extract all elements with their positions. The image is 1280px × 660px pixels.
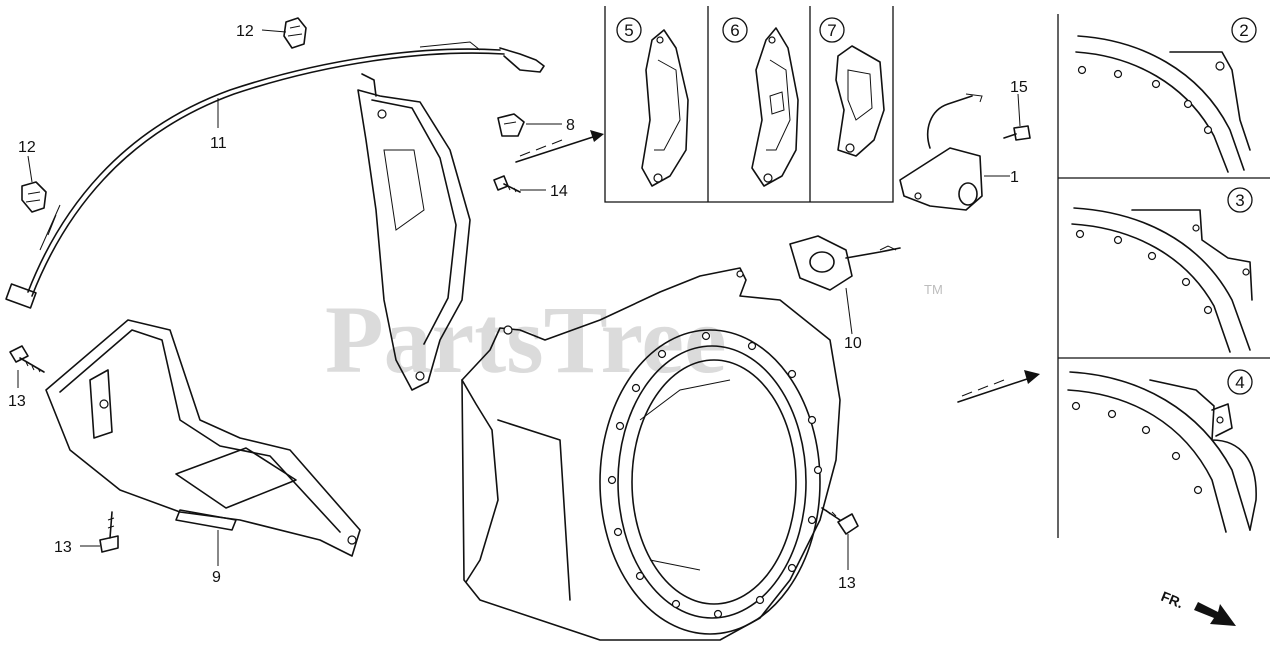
callout-13-right: 13 [838,575,856,592]
variant-7: 7 [819,17,885,157]
detail-view-3-label: 3 [1235,191,1244,210]
clip-8 [497,113,525,137]
callout-13-lower-left: 13 [54,539,72,556]
variant-5: 5 [616,17,689,187]
front-arrow-icon [1194,602,1236,626]
bolt-13-lower-left [99,511,119,553]
callout-11: 11 [210,135,227,152]
callout-1: 1 [1010,169,1019,186]
front-direction-indicator: FR. [1159,588,1236,626]
callout-15: 15 [1010,79,1028,96]
detail-view-3: 3 [1071,187,1253,353]
callout-9: 9 [212,569,221,586]
clip-12-left [21,181,47,213]
callout-14: 14 [550,183,568,200]
air-guide-plate [357,73,471,391]
variant-5-label: 5 [624,21,633,40]
watermark-trademark: TM [924,282,943,297]
detail-view-2: 2 [1075,17,1257,173]
front-direction-label: FR. [1159,588,1186,611]
variant-6: 6 [722,17,799,187]
callout-10: 10 [844,335,862,352]
callout-12-top: 12 [236,23,254,40]
detail-view-2-label: 2 [1239,21,1248,40]
sensor-1 [899,93,983,211]
bolt-15 [1003,125,1031,141]
arrow-to-inset-right [957,370,1040,403]
screw-14 [493,175,521,193]
inset-right: 2 3 4 [1057,14,1270,538]
lower-shroud [45,319,361,557]
detail-view-4-label: 4 [1235,373,1244,392]
callout-12-left: 12 [18,139,36,156]
callout-13-upper-left: 13 [8,393,26,410]
detail-view-4: 4 [1067,369,1257,533]
switch-10 [789,235,901,291]
variant-7-label: 7 [827,21,836,40]
watermark-text: PartsTree [325,286,727,393]
bolt-13-upper-left [9,345,45,373]
arrow-to-inset-top [515,130,604,163]
clip-12-top [283,17,307,49]
wire-harness [5,41,545,309]
inset-top: 5 6 7 [604,6,894,203]
callout-8: 8 [566,117,575,134]
bolt-13-right [821,507,859,535]
fan-housing [461,267,841,641]
variant-6-label: 6 [730,21,739,40]
